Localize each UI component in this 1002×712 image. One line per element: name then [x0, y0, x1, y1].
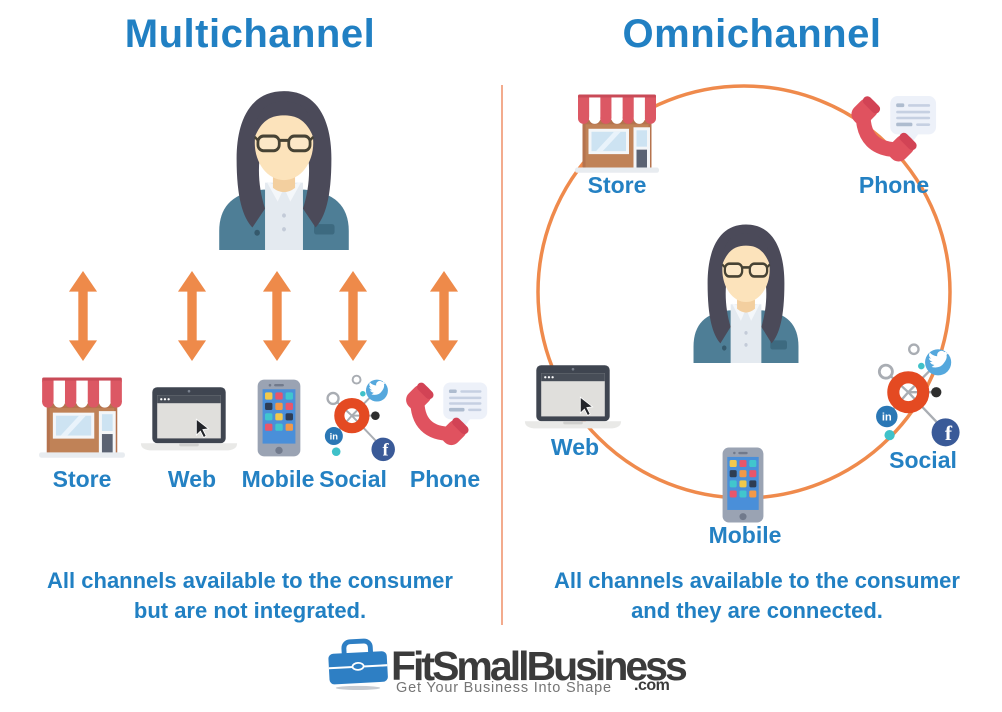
web-laptop-icon [140, 386, 238, 451]
channel-label-web: Web [167, 466, 217, 492]
node-dot [908, 343, 920, 356]
linkedin-icon [876, 405, 898, 428]
twitter-bird-glyph [369, 380, 386, 395]
right-caption-line2: and they are connected. [631, 597, 883, 623]
node-dot [877, 363, 894, 380]
left-caption-line1: All channels available to the consumer [47, 568, 453, 593]
node-dot [360, 390, 366, 397]
node-dot [931, 387, 942, 398]
web-laptop-icon [524, 364, 622, 429]
left-panel-title: Multichannel [124, 12, 376, 56]
double-arrow-icon [68, 271, 98, 361]
brand-wordmark: FitSmallBusiness [391, 643, 688, 689]
node-dot [918, 362, 925, 370]
social-icon: f in [324, 374, 395, 462]
channel-label-store: Store [587, 172, 647, 198]
facebook-icon [371, 437, 395, 462]
brand-tld: .com [634, 677, 670, 694]
social-hub-ring [887, 371, 930, 414]
double-arrow-icon [429, 271, 459, 361]
brand-tagline: Get Your Business Into Shape [396, 680, 612, 696]
store-icon [39, 377, 125, 458]
facebook-f-glyph: f [945, 421, 953, 445]
channel-label-mobile: Mobile [708, 522, 782, 548]
node-dot [331, 447, 341, 456]
phone-icon [398, 378, 490, 452]
social-icon: f in [876, 343, 960, 447]
phone-icon [843, 92, 939, 168]
person-icon [692, 223, 800, 365]
facebook-icon [931, 418, 960, 447]
linkedin-in-glyph: in [882, 412, 892, 424]
node-dot [351, 374, 362, 385]
node-dot [371, 411, 380, 420]
channel-label-social: Social [889, 447, 957, 473]
linkedin-in-glyph: in [330, 431, 339, 442]
channel-label-store: Store [52, 466, 112, 492]
twitter-bird-glyph [928, 350, 949, 368]
mobile-icon [722, 447, 764, 523]
node-dot [326, 391, 340, 406]
channel-label-mobile: Mobile [241, 466, 315, 492]
right-caption-line1: All channels available to the consumer [554, 568, 960, 593]
person-icon [217, 89, 351, 252]
double-arrow-icon [262, 271, 292, 361]
double-arrow-icon [177, 271, 207, 361]
linkedin-icon [324, 427, 343, 446]
social-hub-ring [334, 398, 370, 434]
double-arrow-icon [338, 271, 368, 361]
channel-label-social: Social [319, 466, 387, 492]
channel-label-phone: Phone [409, 466, 481, 492]
channel-label-web: Web [550, 434, 600, 460]
channel-label-phone: Phone [858, 172, 930, 198]
briefcase-icon [328, 638, 388, 691]
store-icon [575, 94, 659, 173]
node-dot [884, 430, 895, 441]
facebook-f-glyph: f [383, 440, 390, 460]
left-caption: All channels available to the consumer b… [10, 566, 490, 626]
panel-divider [501, 85, 503, 625]
right-panel-title: Omnichannel [622, 12, 882, 56]
left-caption-line2: but are not integrated. [133, 597, 367, 623]
right-caption: All channels available to the consumer a… [512, 566, 1002, 626]
mobile-icon [257, 379, 301, 457]
